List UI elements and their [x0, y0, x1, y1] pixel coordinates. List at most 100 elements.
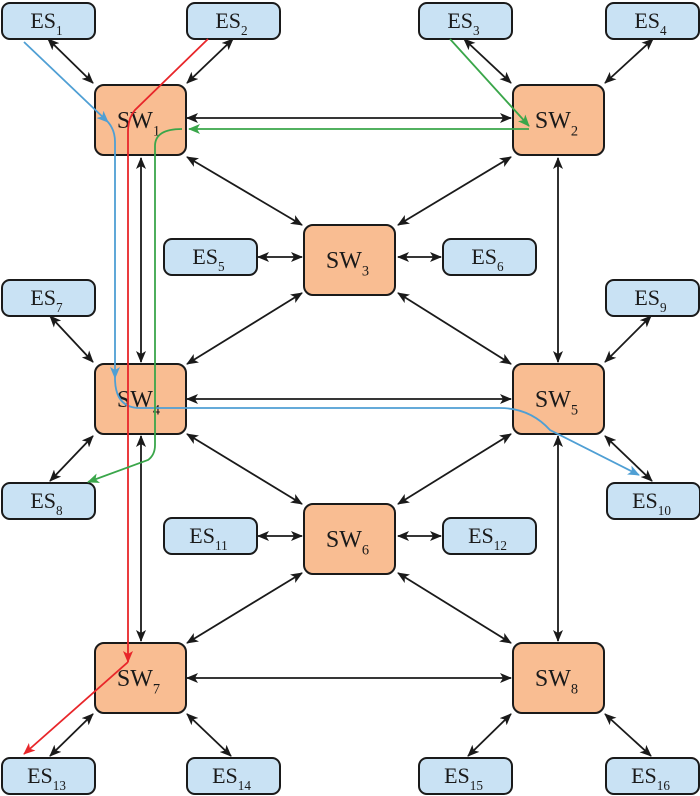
green-flow-segment-sw1-es8	[87, 128, 183, 483]
end-system-es5[interactable]	[163, 238, 258, 276]
switch-label-sw5: SW5	[535, 387, 578, 419]
end-system-label-es11: ES11	[189, 523, 227, 553]
end-system-label-es12-subscript: 12	[494, 538, 507, 553]
switch-label-sw8-base: SW	[535, 666, 571, 692]
end-system-box	[442, 517, 537, 555]
link-sw4-sw6	[186, 433, 303, 505]
end-system-label-es11-base: ES	[189, 523, 215, 548]
end-system-box	[1, 757, 96, 795]
switch-sw8[interactable]	[512, 642, 605, 714]
end-system-box	[163, 517, 258, 555]
end-system-es4[interactable]	[605, 2, 700, 40]
end-system-es16[interactable]	[605, 757, 700, 795]
switch-label-sw3: SW3	[326, 248, 369, 280]
switch-sw1[interactable]	[94, 84, 187, 156]
switch-sw3[interactable]	[303, 224, 396, 296]
switch-label-sw3-base: SW	[326, 248, 362, 274]
end-system-box	[1, 2, 96, 40]
end-system-label-es9: ES9	[634, 285, 667, 315]
link-es16	[604, 713, 652, 757]
link-es3	[463, 38, 512, 84]
switch-label-sw8: SW8	[535, 666, 578, 698]
switch-label-sw5-base: SW	[535, 387, 571, 413]
link-sw3-sw5	[397, 292, 512, 365]
switch-sw2[interactable]	[512, 84, 605, 156]
end-system-label-es12: ES12	[468, 523, 507, 553]
end-system-label-es5: ES5	[192, 244, 225, 274]
end-system-label-es5-base: ES	[192, 244, 218, 269]
blue-flow-segment-es1-sw1	[23, 41, 109, 123]
switch-box	[94, 84, 187, 156]
switch-box	[512, 642, 605, 714]
end-system-label-es11-subscript: 11	[215, 538, 228, 553]
end-system-label-es1-base: ES	[30, 8, 56, 33]
switch-label-sw2-subscript: 2	[571, 124, 578, 140]
end-system-es1[interactable]	[1, 2, 96, 40]
end-system-box	[418, 2, 513, 40]
switch-label-sw7-subscript: 7	[153, 682, 160, 698]
end-system-es9[interactable]	[605, 279, 700, 317]
end-system-label-es6-base: ES	[471, 244, 497, 269]
end-system-box	[163, 238, 258, 276]
end-system-label-es13-base: ES	[27, 763, 53, 788]
end-system-label-es15-subscript: 15	[470, 778, 484, 793]
end-system-es14[interactable]	[186, 757, 281, 795]
end-system-label-es4-base: ES	[634, 8, 660, 33]
end-system-es3[interactable]	[418, 2, 513, 40]
switch-label-sw1-subscript: 1	[153, 124, 160, 140]
end-system-label-es2-base: ES	[215, 8, 241, 33]
end-system-es7[interactable]	[1, 279, 96, 317]
end-system-es10[interactable]	[606, 482, 700, 520]
end-system-box	[418, 757, 513, 795]
end-system-box	[605, 757, 700, 795]
link-es14	[186, 713, 232, 757]
end-system-es2[interactable]	[186, 2, 281, 40]
link-es2	[186, 38, 234, 84]
switch-sw7[interactable]	[94, 642, 187, 714]
red-flow-segment-sw7-es13	[23, 661, 129, 755]
link-es10	[604, 435, 653, 482]
switch-sw6[interactable]	[303, 503, 396, 575]
end-system-label-es15: ES15	[444, 763, 483, 793]
end-system-label-es14-subscript: 14	[238, 778, 252, 793]
link-sw1-sw3	[186, 156, 303, 226]
end-system-label-es3: ES3	[447, 8, 480, 38]
switch-label-sw6-base: SW	[326, 527, 362, 553]
switch-label-sw4-base: SW	[117, 387, 153, 413]
end-system-box	[605, 279, 700, 317]
end-system-label-es2-subscript: 2	[241, 23, 248, 38]
end-system-es11[interactable]	[163, 517, 258, 555]
link-es9	[604, 315, 652, 363]
end-system-label-es14-base: ES	[212, 763, 238, 788]
end-system-box	[605, 2, 700, 40]
end-system-label-es4: ES4	[634, 8, 667, 38]
switch-label-sw4-subscript: 4	[153, 403, 160, 419]
switch-label-sw7-base: SW	[117, 666, 153, 692]
end-system-es12[interactable]	[442, 517, 537, 555]
link-es8	[49, 435, 94, 482]
switch-label-sw5-subscript: 5	[571, 403, 578, 419]
end-system-label-es6-subscript: 6	[497, 259, 504, 274]
link-sw6-sw7	[186, 572, 303, 644]
end-system-label-es16-base: ES	[631, 763, 657, 788]
end-system-label-es13: ES13	[27, 763, 66, 793]
switch-label-sw2-base: SW	[535, 108, 571, 134]
switch-label-sw7: SW7	[117, 666, 160, 698]
end-system-label-es2: ES2	[215, 8, 247, 38]
link-es1	[47, 38, 94, 84]
link-sw2-sw3	[397, 156, 512, 226]
end-system-es15[interactable]	[418, 757, 513, 795]
end-system-label-es1: ES1	[30, 8, 62, 38]
switch-sw4[interactable]	[94, 363, 187, 435]
end-system-es8[interactable]	[1, 482, 96, 520]
link-sw5-sw6	[397, 433, 512, 505]
end-system-label-es10-base: ES	[632, 488, 658, 513]
links-layer	[47, 38, 654, 757]
switch-box	[512, 84, 605, 156]
switch-label-sw6-subscript: 6	[362, 543, 369, 559]
end-system-es13[interactable]	[1, 757, 96, 795]
end-system-es6[interactable]	[442, 238, 537, 276]
switch-label-sw8-subscript: 8	[571, 682, 578, 698]
